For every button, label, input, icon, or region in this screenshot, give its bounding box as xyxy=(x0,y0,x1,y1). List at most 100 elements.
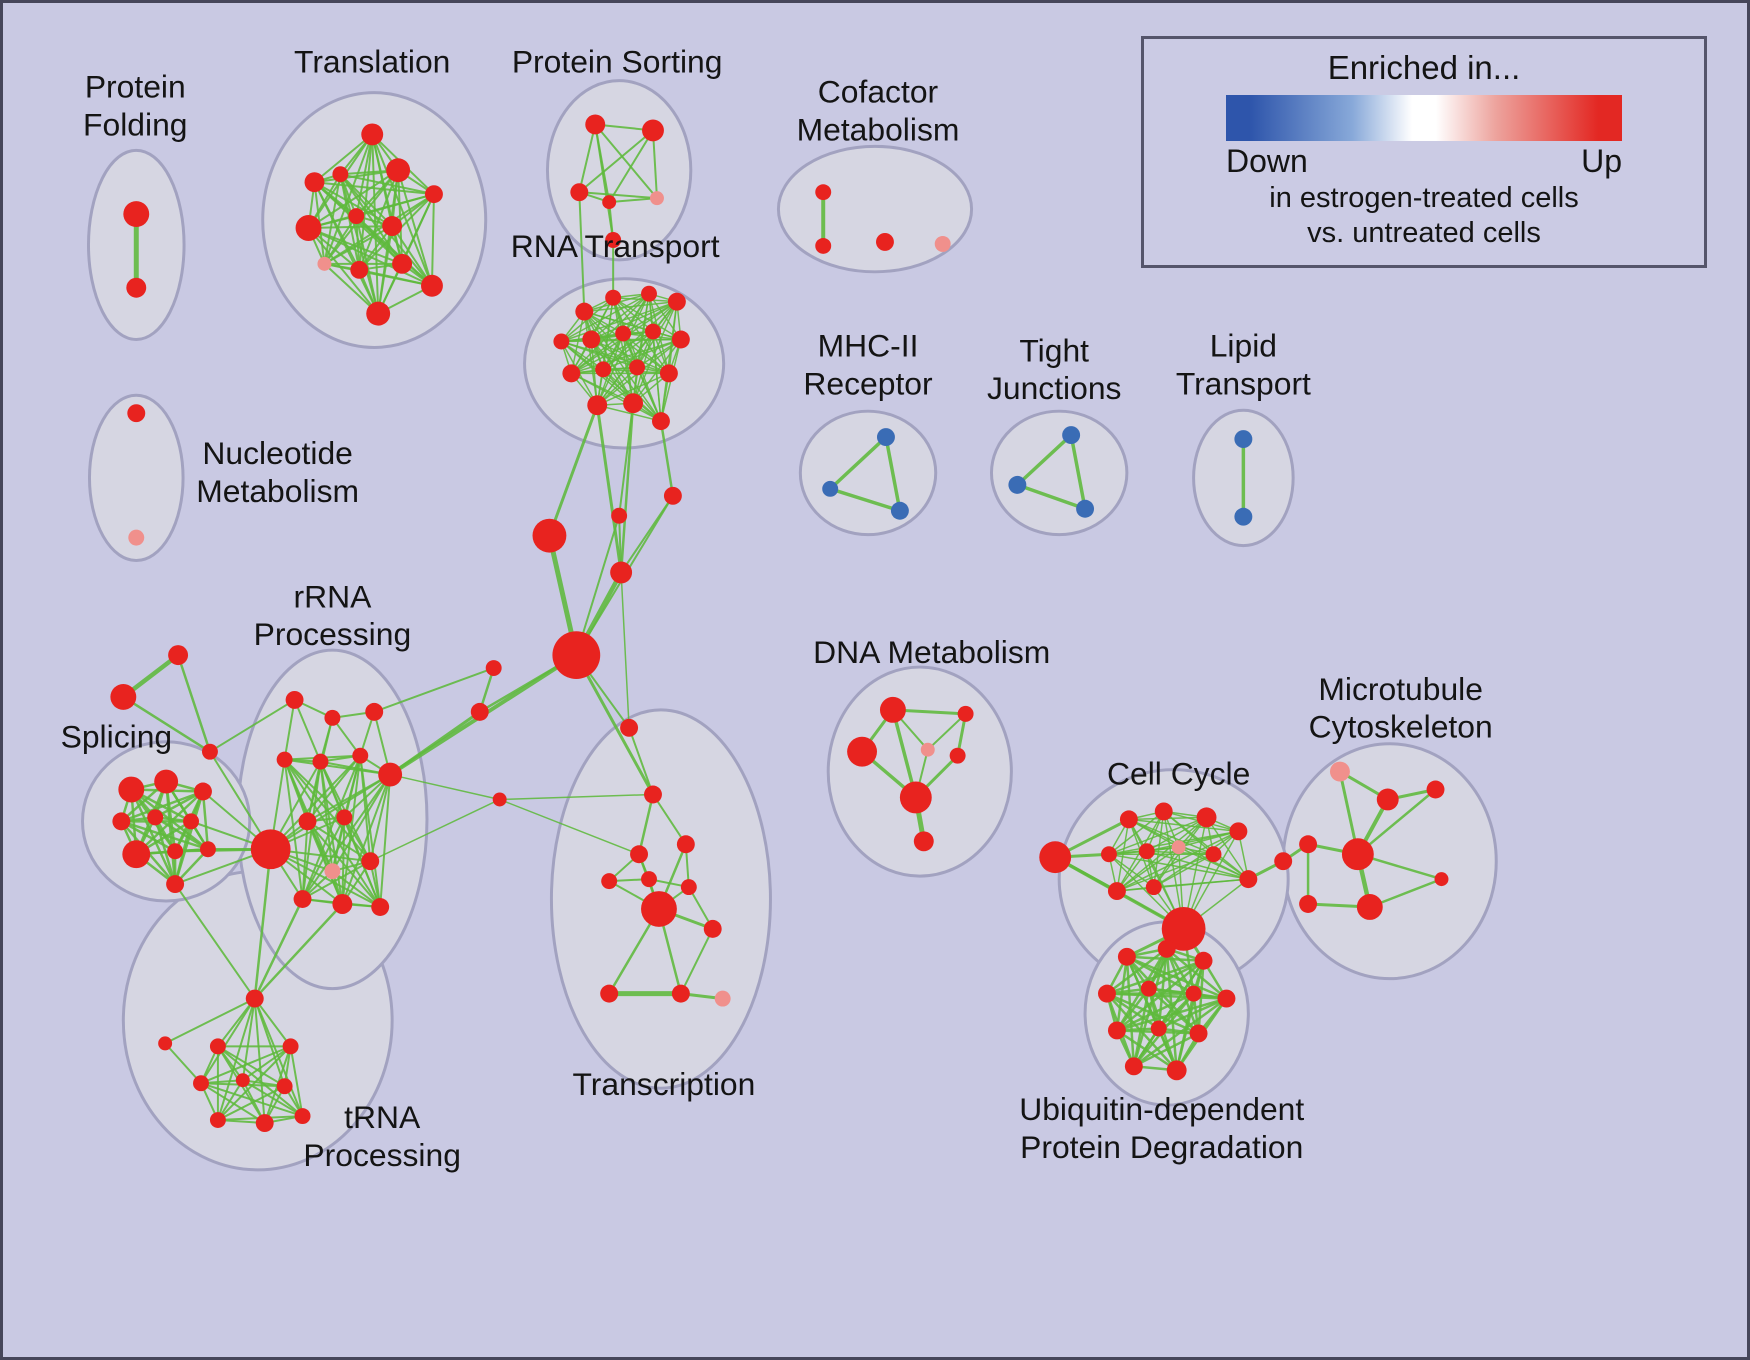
network-edge xyxy=(578,129,654,194)
network-node xyxy=(645,323,661,340)
network-edge xyxy=(174,883,256,1000)
legend-up-label: Up xyxy=(1581,143,1622,179)
network-node xyxy=(890,501,909,520)
network-edge xyxy=(283,698,296,761)
network-edge xyxy=(560,300,678,343)
network-node xyxy=(293,890,312,908)
network-node xyxy=(183,813,199,830)
network-edge xyxy=(241,997,256,1082)
network-edge xyxy=(602,330,654,371)
network-node xyxy=(386,158,411,183)
network-node xyxy=(1239,870,1258,889)
legend-gradient-bar xyxy=(1226,95,1622,141)
network-edge xyxy=(153,790,205,819)
network-node xyxy=(847,736,877,767)
network-edge xyxy=(590,292,650,341)
network-edge xyxy=(355,215,433,287)
network-node xyxy=(641,891,677,927)
network-node xyxy=(1039,841,1072,874)
network-node xyxy=(1434,872,1449,887)
cluster-label-rrna-processing: Processing xyxy=(254,616,412,652)
network-node xyxy=(235,1073,250,1088)
network-node xyxy=(317,256,332,271)
network-edge xyxy=(590,338,662,422)
network-node xyxy=(957,705,974,722)
network-edge xyxy=(679,927,714,995)
network-edge xyxy=(122,695,212,753)
network-node xyxy=(194,782,212,801)
network-node xyxy=(1329,761,1350,782)
network-edge xyxy=(313,169,400,184)
network-edge xyxy=(369,798,501,862)
network-edge xyxy=(341,816,346,906)
cluster-label-trna-processing: tRNA xyxy=(344,1099,421,1135)
network-edge xyxy=(164,1042,202,1085)
network-edge xyxy=(1115,997,1228,1032)
cluster-label-rrna-processing: rRNA xyxy=(293,578,372,614)
cluster-label-tight-junctions: Tight xyxy=(1019,332,1089,368)
cluster-label-transcription: Transcription xyxy=(572,1066,755,1102)
network-edge xyxy=(331,816,346,873)
network-node xyxy=(276,751,293,768)
network-node xyxy=(570,183,589,202)
network-node xyxy=(1107,882,1126,901)
cluster-label-mhc-ii-receptor: MHC-II xyxy=(818,327,919,363)
network-node xyxy=(615,325,632,342)
cluster-cofactor-metabolism xyxy=(776,144,974,274)
network-node xyxy=(949,747,966,764)
network-node xyxy=(1117,947,1136,966)
network-node xyxy=(294,1108,311,1125)
network-edge xyxy=(637,793,655,856)
network-edge xyxy=(388,710,482,777)
network-node xyxy=(620,718,639,737)
network-node xyxy=(532,518,567,553)
network-edge xyxy=(595,403,623,574)
network-edge xyxy=(199,997,256,1085)
network-edge xyxy=(373,667,495,713)
cluster-label-protein-folding: Protein xyxy=(85,69,186,105)
cluster-label-ubiquitin-degradation: Protein Degradation xyxy=(1020,1129,1303,1165)
network-edge xyxy=(602,338,682,371)
network-node xyxy=(611,507,628,524)
network-edge xyxy=(651,129,658,200)
network-node xyxy=(378,762,403,787)
network-edge xyxy=(120,820,177,853)
network-node xyxy=(110,683,137,710)
network-node xyxy=(630,845,649,864)
network-edge xyxy=(164,997,256,1045)
network-edge xyxy=(319,760,344,906)
network-edge xyxy=(651,793,687,846)
cluster-label-ubiquitin-degradation: Ubiquitin-dependent xyxy=(1019,1091,1304,1127)
network-edge xyxy=(301,860,372,901)
network-edge xyxy=(341,773,392,906)
network-edge xyxy=(339,173,394,228)
network-edge xyxy=(301,820,309,901)
network-node xyxy=(324,709,341,726)
cluster-label-mhc-ii-receptor: Receptor xyxy=(803,365,933,401)
network-node xyxy=(1356,894,1383,920)
network-node xyxy=(1426,780,1445,799)
network-node xyxy=(1274,852,1293,871)
network-edge xyxy=(216,1045,286,1088)
network-node xyxy=(282,1038,299,1055)
network-edge xyxy=(120,790,205,823)
network-edge xyxy=(430,193,435,287)
network-node xyxy=(298,812,317,831)
network-node xyxy=(1076,499,1095,518)
network-edge xyxy=(323,173,342,265)
network-node xyxy=(1194,951,1213,970)
network-edge xyxy=(1108,816,1208,855)
network-edge xyxy=(1177,830,1240,849)
network-edge xyxy=(498,798,640,855)
network-edge xyxy=(1153,853,1215,888)
network-node xyxy=(209,1038,226,1055)
network-node xyxy=(295,215,322,241)
network-node xyxy=(147,809,164,826)
network-node xyxy=(1098,984,1116,1003)
node-layer xyxy=(110,114,1449,1132)
network-node xyxy=(352,747,369,764)
network-edge xyxy=(1132,1032,1200,1068)
network-edge xyxy=(358,169,400,271)
network-node xyxy=(642,119,664,142)
network-node xyxy=(876,428,895,447)
